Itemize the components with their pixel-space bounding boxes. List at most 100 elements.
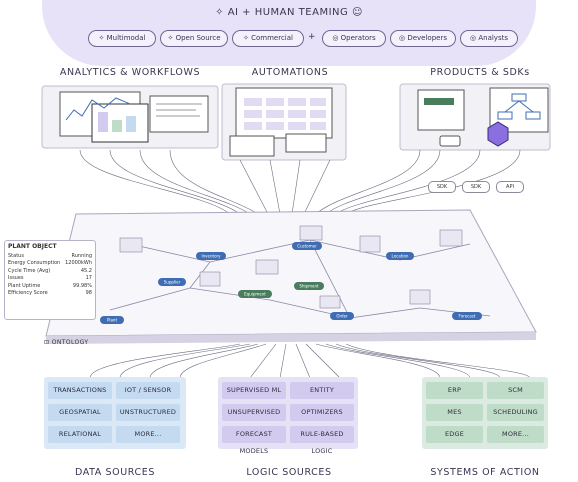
table-cell [288, 110, 306, 118]
connector-line [119, 343, 251, 379]
plant-object-title: PLANT OBJECT [8, 243, 57, 250]
plant-row-value: 99.98% [72, 282, 92, 289]
ontology-label: ⊡ ONTOLOGY [44, 339, 88, 346]
building [359, 235, 381, 253]
api-tag: API [496, 181, 524, 193]
connector-line [315, 149, 421, 215]
connector-line [169, 149, 259, 215]
connector-line [239, 159, 269, 215]
logic-source-cell: OPTIMIZERS [290, 404, 354, 421]
headset-icon [439, 135, 461, 147]
pill-developers: ◎ Developers [390, 30, 456, 47]
plant-row-value: 45.2 [80, 267, 92, 274]
bar-mark [126, 116, 136, 132]
cube-icon [487, 121, 509, 147]
table-cell [310, 122, 326, 130]
node-order [330, 312, 354, 320]
node-shipment-label: Shipment [299, 284, 319, 289]
building [119, 237, 143, 253]
pill-label: Commercial [251, 34, 293, 42]
plant-row-key: Issues [8, 275, 24, 281]
logic-sources-box: SUPERVISED ML ENTITY RESOLUTION UNSUPERV… [218, 377, 358, 455]
table-cell [266, 110, 284, 118]
ontology-label-text: ONTOLOGY [51, 339, 89, 346]
building [255, 259, 279, 275]
data-source-cell: TRANSACTIONS [48, 382, 112, 399]
data-source-cell: MORE... [116, 426, 180, 443]
node-shipment [294, 282, 324, 290]
table-cell [310, 110, 326, 118]
tree-node [511, 93, 527, 102]
plant-row-key: Energy Consumption [8, 260, 61, 266]
tree-edge [504, 100, 520, 113]
tree-edge [518, 100, 534, 113]
node-location [386, 252, 414, 260]
pill-row: ✧ Multimodal ✧ Open Source ✧ Commercial … [66, 30, 518, 48]
pill-commercial: ✧ Commercial [232, 30, 304, 47]
flow-card [285, 133, 327, 153]
connector-line [303, 159, 331, 215]
section-title-automations: AUTOMATIONS [251, 67, 329, 78]
sparkle-icon: ✧ [167, 34, 176, 42]
logic-source-cell: FORECAST MODELS [222, 426, 286, 455]
systems-of-action-box: ERP SCM MES SCHEDULING EDGE MORE... [422, 377, 548, 449]
node-forecast [452, 312, 482, 320]
table-cell [244, 122, 262, 130]
pill-label: Open Source [175, 34, 221, 42]
building [199, 271, 221, 287]
table-cell [244, 98, 262, 106]
action-system-cell: MES [426, 404, 483, 421]
data-source-cell: IOT / SENSOR [116, 382, 180, 399]
node-customer [292, 242, 322, 250]
connector-line [315, 343, 441, 379]
connector-line [109, 149, 241, 215]
pill-label: Multimodal [106, 34, 146, 42]
sparkline [65, 97, 131, 121]
node-supplier [158, 278, 186, 286]
sparkle-icon: ✧ [243, 34, 252, 42]
data-sources-box: TRANSACTIONS IOT / SENSOR GEOSPATIAL UNS… [44, 377, 186, 449]
data-sources-label: DATA SOURCES [75, 467, 155, 478]
pill-label: Operators [340, 34, 376, 42]
action-system-cell: MORE... [487, 426, 544, 443]
connector-line [279, 343, 287, 379]
tree-node [525, 111, 541, 120]
plant-row-value: 17 [85, 275, 92, 281]
pill-multimodal: ✧ Multimodal [88, 30, 156, 47]
bar-mark [112, 120, 122, 132]
analytics-screens [41, 85, 219, 149]
team-title-text: AI + HUMAN TEAMING [227, 7, 349, 18]
table-cell [266, 98, 284, 106]
connector-line [139, 149, 251, 215]
systems-of-action-label: SYSTEMS OF ACTION [430, 467, 540, 478]
building [439, 229, 463, 247]
upper-connectors [79, 149, 521, 215]
node-forecast-label: Forecast [459, 314, 476, 319]
plant-row: Cycle Time (Avg)45.2 [8, 268, 92, 276]
data-source-cell: UNSTRUCTURED [116, 404, 180, 421]
table-cell [266, 122, 284, 130]
connector-line [79, 149, 231, 215]
automation-screens [221, 83, 347, 161]
pill-open-source: ✧ Open Source [160, 30, 228, 47]
plant-row-key: Status [8, 252, 24, 259]
node-plant-label: Plant [107, 318, 118, 323]
building [299, 225, 323, 241]
connector-line [325, 149, 441, 215]
node-plant [100, 316, 124, 324]
node-customer-label: Customer [297, 244, 317, 249]
connector-line [325, 343, 471, 379]
user-icon: ◎ [470, 34, 479, 42]
building [319, 295, 341, 309]
connector-line [149, 343, 259, 379]
section-title-products: PRODUCTS & SDKs [430, 67, 530, 78]
table-cell [288, 98, 306, 106]
table-cell [288, 122, 306, 130]
action-system-cell: SCHEDULING [487, 404, 544, 421]
map-route [109, 287, 491, 319]
action-system-cell: EDGE [426, 426, 483, 443]
plant-row-key: Efficiency Score [8, 290, 48, 296]
